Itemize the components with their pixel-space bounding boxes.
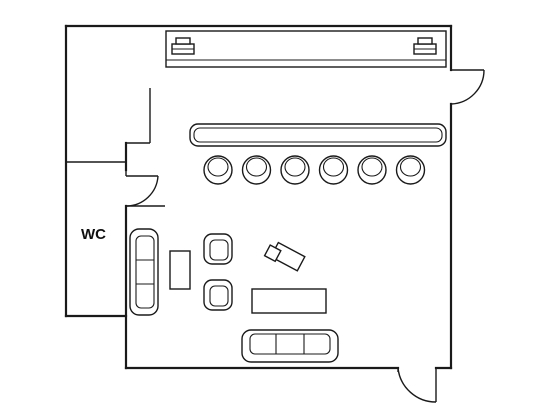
appliance-icon bbox=[413, 37, 437, 55]
armchair bbox=[203, 279, 233, 311]
bar-counter bbox=[189, 123, 447, 147]
side-sofa bbox=[129, 228, 159, 316]
exterior-walls bbox=[64, 24, 453, 370]
side-door bbox=[450, 69, 485, 105]
appliance-icon bbox=[171, 37, 195, 55]
bar-stool bbox=[241, 155, 272, 185]
entrance-door bbox=[397, 367, 437, 403]
bar-stools bbox=[203, 155, 426, 185]
small-table bbox=[263, 241, 306, 272]
wc-door bbox=[125, 170, 159, 207]
wc-label: WC bbox=[81, 226, 106, 243]
back-counter bbox=[165, 30, 447, 68]
bar-stool bbox=[318, 155, 349, 185]
bar-stool bbox=[395, 155, 426, 185]
bar-stool bbox=[203, 155, 233, 185]
armchair bbox=[203, 233, 233, 265]
bar-stool bbox=[357, 155, 387, 185]
coffee-table bbox=[169, 250, 191, 290]
long-table bbox=[251, 288, 327, 314]
bottom-sofa bbox=[241, 329, 339, 363]
bar-stool bbox=[280, 155, 310, 185]
interior-walls bbox=[66, 88, 165, 207]
